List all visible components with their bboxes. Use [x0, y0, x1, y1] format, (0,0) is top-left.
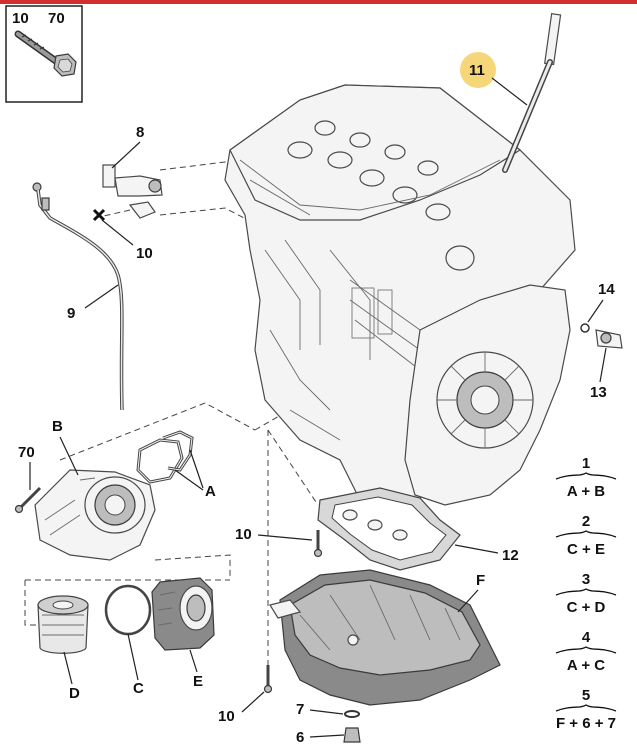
label-10-pan: 10 [235, 526, 252, 543]
camshaft-bearings [287, 120, 475, 271]
bottom-bolt-10: 10 [218, 665, 273, 725]
label-14: 14 [598, 281, 615, 298]
filter-cap-E: E [151, 577, 215, 690]
label-E: E [193, 673, 203, 690]
oil-pan-F: F [269, 569, 501, 706]
label-10-bottom: 10 [218, 708, 235, 725]
label-D: D [69, 685, 80, 702]
oil-pressure-switch-8: 8 [102, 124, 163, 219]
label-F: F [476, 572, 485, 589]
label-7: 7 [296, 701, 304, 718]
kit-legend-entry: 5 F + 6 + 7 [555, 687, 617, 732]
bolt-icon [14, 30, 77, 77]
kit-legend-entry: 2 C + E [555, 513, 617, 558]
kit-legend-entry: 1 A + B [555, 455, 617, 500]
bolt-70: 70 [14, 444, 42, 514]
label-13: 13 [590, 384, 607, 401]
filter-seal-C: C [104, 584, 152, 697]
kit-combination: A + C [567, 657, 605, 674]
label-A: A [205, 483, 216, 500]
label-70: 70 [18, 444, 35, 461]
oil-filter-element-D: D [37, 595, 89, 702]
kit-legend: 1 A + B 2 C + E 3 C + D 4 A + C 5 F + 6 + 7 [555, 455, 617, 732]
fastener-10-sensor: 10 [92, 208, 153, 262]
label-C: C [133, 680, 144, 697]
highlight-circle [460, 52, 496, 88]
kit-number: 1 [582, 455, 590, 472]
kit-legend-entry: 3 C + D [555, 571, 617, 616]
top-accent-bar [0, 0, 637, 4]
label-B: B [52, 418, 63, 435]
label-11: 11 [469, 62, 485, 79]
drain-plug-6-washer-7: 7 6 [296, 701, 361, 746]
oil-pan-gasket-12: 12 [317, 487, 519, 571]
label-8: 8 [136, 124, 144, 141]
pan-bolt-10: 10 [235, 526, 323, 558]
kit-brace [555, 530, 617, 538]
sensor-13-seal-14: 14 13 [580, 281, 623, 401]
oil-filter-housing-B: B [34, 418, 156, 561]
oil-level-sensor-11: 11 [460, 13, 562, 173]
kit-number: 2 [582, 513, 590, 530]
kit-number: 3 [582, 571, 590, 588]
kit-legend-entry: 4 A + C [555, 629, 617, 674]
kit-combination: C + D [567, 599, 606, 616]
kit-brace [555, 646, 617, 654]
bolt-box-left-number: 10 [12, 10, 29, 27]
bolt-reference-box: 10 70 [5, 5, 83, 103]
kit-brace [555, 472, 617, 480]
label-12: 12 [502, 547, 519, 564]
label-6: 6 [296, 729, 304, 746]
bolt-box-right-number: 70 [48, 10, 65, 27]
kit-brace [555, 588, 617, 596]
gaskets-A: A [136, 430, 216, 500]
kit-brace [555, 704, 617, 712]
kit-number: 5 [582, 687, 590, 704]
kit-combination: A + B [567, 483, 605, 500]
label-10-sensor: 10 [136, 245, 153, 262]
label-9: 9 [67, 305, 75, 322]
kit-number: 4 [582, 629, 591, 646]
engine-block [224, 84, 576, 506]
dipstick-tube-9: 9 [32, 182, 124, 411]
kit-combination: F + 6 + 7 [556, 715, 616, 732]
kit-combination: C + E [567, 541, 605, 558]
